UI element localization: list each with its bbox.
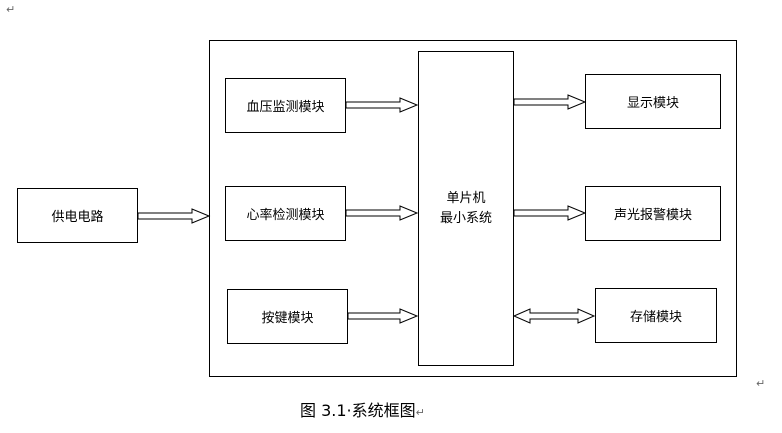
arrow-power-to-system [137, 208, 211, 224]
alarm-label: 声光报警模块 [613, 208, 692, 223]
mcu-label-line2: 最小系统 [439, 210, 492, 226]
keys-label: 按键模块 [261, 311, 314, 326]
storage-block: 存储模块 [595, 288, 717, 343]
paragraph-mark-right: ↵ [756, 377, 766, 390]
alarm-block: 声光报警模块 [585, 186, 721, 241]
power-supply-block: 供电电路 [17, 188, 138, 243]
arrow-mcu-to-alarm [513, 205, 587, 221]
bp-monitor-block: 血压监测模块 [225, 78, 346, 133]
caption-paragraph-mark: ↵ [415, 406, 425, 419]
paragraph-mark-top: ↵ [6, 3, 16, 16]
system-boundary [209, 40, 737, 377]
figure-caption-text: 图 3.1·系统框图 [300, 401, 416, 420]
mcu-label-line1: 单片机 [446, 190, 486, 206]
arrow-bp-to-mcu [345, 97, 419, 113]
storage-label: 存储模块 [629, 310, 682, 325]
figure-caption: 图 3.1·系统框图↵ [300, 397, 500, 421]
display-block: 显示模块 [585, 74, 721, 129]
arrow-hr-to-mcu [345, 205, 419, 221]
arrow-mcu-storage-bidirectional [512, 308, 596, 324]
arrow-mcu-to-display [513, 94, 587, 110]
mcu-block: 单片机 最小系统 [418, 51, 514, 366]
arrow-keys-to-mcu [347, 308, 419, 324]
power-supply-label: 供电电路 [51, 210, 104, 225]
keys-block: 按键模块 [227, 289, 348, 344]
bp-monitor-label: 血压监测模块 [246, 100, 325, 115]
hr-detect-label: 心率检测模块 [246, 208, 325, 223]
display-label: 显示模块 [626, 96, 679, 111]
